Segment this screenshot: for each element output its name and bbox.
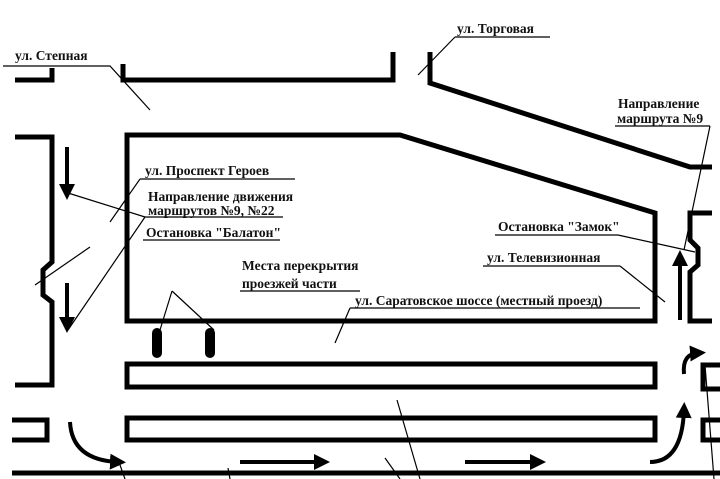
road-edges bbox=[12, 52, 720, 476]
route9-direction-line1: Направление bbox=[618, 96, 699, 111]
closure-marker bbox=[205, 328, 215, 358]
central-block bbox=[124, 132, 658, 324]
median-strip-2 bbox=[124, 415, 658, 443]
closure-label-line1: Места перекрытия bbox=[242, 258, 358, 273]
street-label-prospekt-geroev: ул. Проспект Героев bbox=[145, 163, 269, 178]
arrow-turn-icon bbox=[681, 345, 706, 375]
closure-marker bbox=[152, 328, 162, 358]
closure-label-line2: проезжей части bbox=[242, 276, 337, 291]
street-label-televizionnaya: ул. Телевизионная bbox=[487, 250, 600, 265]
street-label-stepnaya: ул. Степная bbox=[15, 48, 88, 63]
routes-direction-line2: маршрутов №9, №22 bbox=[148, 203, 275, 218]
route9-direction-line2: маршрута №9 bbox=[617, 111, 703, 126]
street-label-saratovskoe: ул. Саратовское шоссе (местный проезд) bbox=[355, 293, 602, 308]
street-label-torgovaya: ул. Торговая bbox=[457, 21, 534, 36]
median-strip-1 bbox=[124, 361, 658, 390]
routes-direction-line1: Направление движения bbox=[148, 189, 293, 204]
direction-arrows bbox=[59, 147, 706, 470]
arrow-curve-icon bbox=[649, 402, 692, 464]
leader-lines bbox=[3, 36, 715, 479]
stop-label-zamok: Остановка "Замок" bbox=[498, 219, 620, 234]
arrow-curve-icon bbox=[68, 421, 126, 470]
stop-label-balaton: Остановка "Балатон" bbox=[146, 225, 281, 240]
